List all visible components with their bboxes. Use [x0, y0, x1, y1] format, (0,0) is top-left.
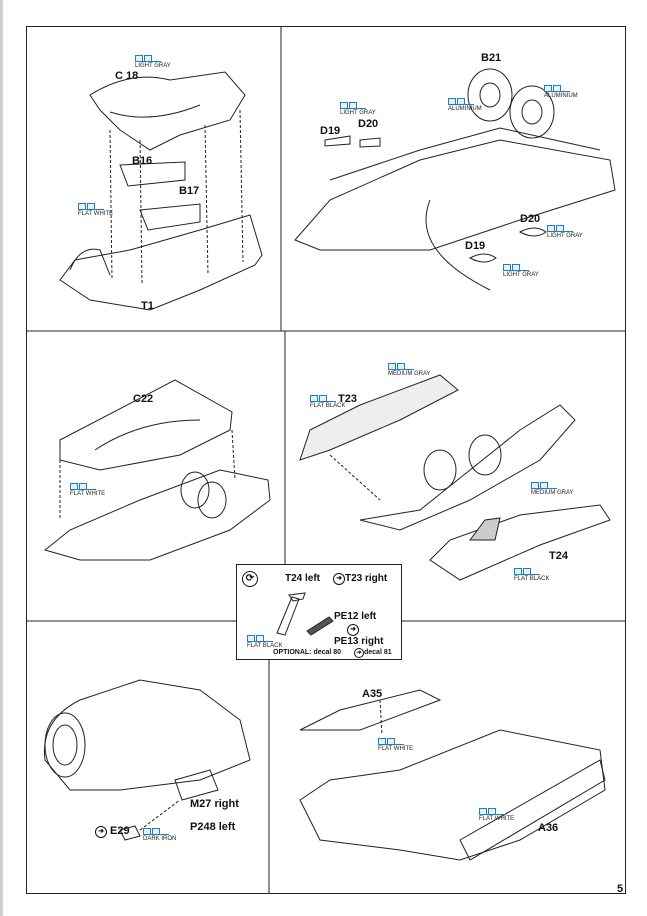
part-label: A35: [362, 688, 383, 700]
part-label: B17: [179, 185, 200, 197]
paint-chip: LIGHT GRAY: [340, 102, 376, 116]
paint-chip: FLAT BLACK: [310, 395, 345, 409]
inset-right-label: T23 right: [345, 573, 388, 584]
part-label: T24: [549, 550, 568, 562]
paint-chip: ALUMINIUM: [544, 85, 578, 99]
part-label: B16: [132, 155, 153, 167]
part-label: D19: [320, 125, 341, 137]
part-label: A36: [538, 822, 559, 834]
part-label: C22: [133, 393, 154, 405]
paint-chip: FLAT BLACK: [247, 635, 282, 649]
optional-parts-inset: ⟳ T24 left ➜ T23 right FLAT BLACK PE12 l…: [236, 564, 402, 660]
paint-chip: FLAT WHITE: [378, 738, 413, 752]
inset-pe12-label: PE12 left: [334, 611, 377, 622]
part-label: P248 left: [190, 821, 236, 833]
part-label: E29: [110, 825, 130, 837]
panel-3-drawing: [43, 379, 271, 561]
part-label: M27 right: [190, 798, 239, 810]
inset-decal81-label: decal 81: [364, 649, 392, 656]
part-label: T23: [338, 393, 357, 405]
paint-chip: MEDIUM GRAY: [531, 482, 574, 496]
sheet-edge: [0, 0, 3, 916]
inset-pe13-label: PE13 right: [334, 636, 384, 647]
page-number: 5: [617, 883, 624, 895]
paint-chip: LIGHT GRAY: [503, 264, 539, 278]
inset-drawing: [276, 592, 334, 636]
arrow-circle-icon: ➜: [354, 648, 364, 658]
paint-chip: ALUMINIUM: [448, 98, 482, 112]
panel-6-drawing: [299, 689, 606, 861]
paint-chip: LIGHT GRAY: [135, 55, 171, 69]
paint-chip: MEDIUM GRAY: [388, 363, 431, 377]
panel-5-drawing: [43, 679, 251, 841]
paint-chip: LIGHT GRAY: [547, 225, 583, 239]
part-label: C 18: [115, 70, 139, 82]
part-label: B21: [481, 52, 502, 64]
panel-1-drawing: [59, 71, 263, 311]
paint-chip: DARK IRON: [143, 828, 176, 842]
paint-chip: FLAT WHITE: [70, 483, 105, 497]
paint-chip: FLAT WHITE: [78, 203, 113, 217]
inset-optional-label: OPTIONAL: decal 80: [273, 649, 342, 656]
paint-chip: FLAT WHITE: [479, 808, 514, 822]
part-label: D20: [358, 118, 379, 130]
arrow-circle-icon: ➜: [95, 826, 107, 838]
inset-left-label: T24 left: [285, 573, 321, 584]
part-label: T1: [141, 300, 154, 312]
arrow-circle-icon: ➜: [333, 573, 345, 585]
arrow-circle-icon: ➜: [347, 624, 359, 636]
part-label: D19: [465, 240, 486, 252]
instruction-page-frame: [26, 26, 626, 894]
panel-4-drawing: [299, 374, 611, 581]
rotate-icon: ⟳: [242, 571, 258, 587]
part-label: D20: [520, 213, 541, 225]
panel-2-drawing: [294, 68, 616, 291]
paint-chip: FLAT BLACK: [514, 568, 549, 582]
